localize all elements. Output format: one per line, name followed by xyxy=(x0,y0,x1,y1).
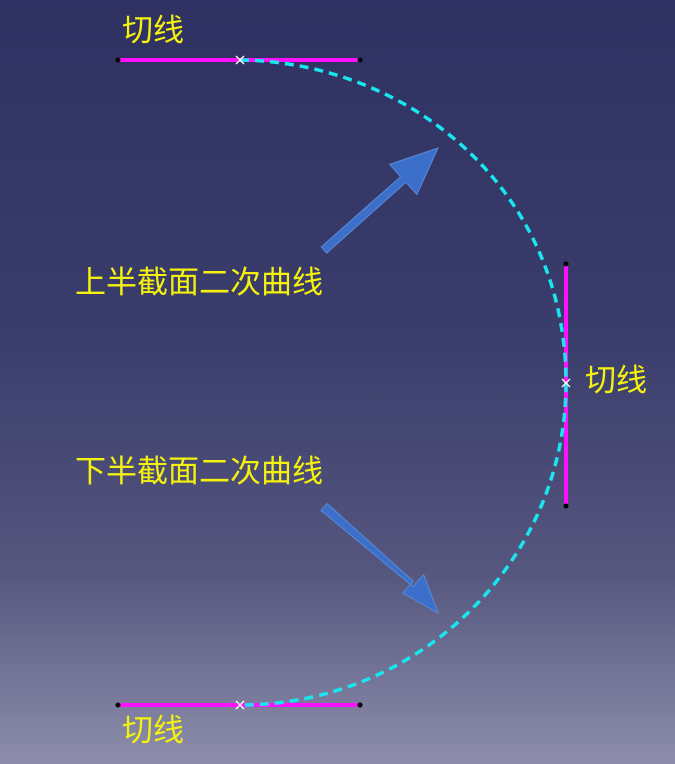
tangent-end-dots xyxy=(115,57,569,708)
lower-conic-curve xyxy=(239,382,568,707)
lower-curve-arrow xyxy=(320,502,439,615)
upper-curve-arrow xyxy=(320,147,439,254)
tangency-point-markers xyxy=(235,55,571,710)
upper-curve-label: 上半截面二次曲线 xyxy=(75,265,323,301)
tangent-label-bottom: 切线 xyxy=(122,713,184,749)
lower-curve-label: 下半截面二次曲线 xyxy=(75,454,323,490)
tangent-label-right: 切线 xyxy=(585,363,647,399)
upper-conic-curve xyxy=(239,58,568,384)
tangent-label-top: 切线 xyxy=(122,13,184,49)
